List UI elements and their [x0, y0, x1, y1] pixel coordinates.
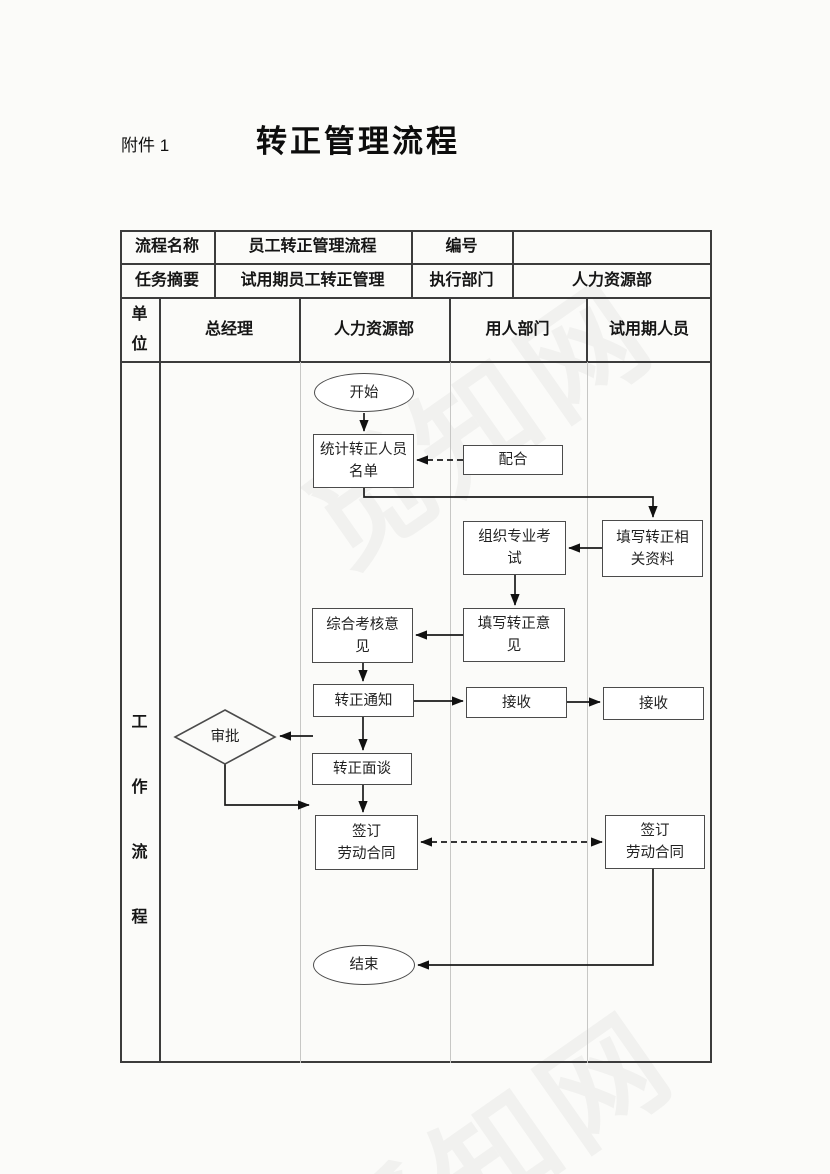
info-cell-number-label: 编号 — [445, 237, 478, 255]
grid-line — [299, 297, 301, 362]
flow-node-start: 开始 — [314, 373, 414, 412]
flow-node-cooperate: 配合 — [463, 445, 563, 475]
info-cell-exec-dept-value: 人力资源部 — [571, 271, 652, 289]
flowchart-connectors — [173, 413, 658, 970]
grid-line — [512, 230, 514, 298]
flow-node-fill-opinion: 填写转正意 见 — [463, 608, 565, 662]
lane-header-unit: 单 位 — [131, 305, 148, 353]
info-cell-exec-dept-label: 执行部门 — [429, 271, 494, 289]
flow-node-receive-dept: 接收 — [466, 687, 567, 718]
lane-divider — [300, 362, 301, 1063]
attachment-label: 附件 1 — [121, 136, 170, 155]
lane-header-employing-dept: 用人部门 — [485, 320, 550, 338]
grid-line — [120, 297, 712, 299]
process-table-frame — [120, 230, 712, 1063]
grid-line — [120, 263, 712, 265]
flow-node-receive-employee: 接收 — [603, 687, 704, 720]
grid-line — [411, 230, 413, 298]
info-cell-process-name-value: 员工转正管理流程 — [248, 237, 377, 255]
flow-node-end: 结束 — [313, 945, 415, 985]
lane-divider — [450, 362, 451, 1063]
flow-node-interview: 转正面谈 — [312, 753, 412, 785]
grid-line — [159, 297, 161, 1063]
grid-line — [120, 361, 712, 363]
info-cell-process-name-label: 流程名称 — [134, 237, 199, 255]
lane-header-hr-dept: 人力资源部 — [333, 320, 414, 338]
info-cell-task-summary-label: 任务摘要 — [134, 271, 199, 289]
flow-node-comprehensive-review: 综合考核意 见 — [312, 608, 413, 663]
info-cell-task-summary-value: 试用期员工转正管理 — [240, 271, 385, 289]
flow-node-organize-exam: 组织专业考 试 — [463, 521, 566, 575]
flow-node-sign-contract-employee: 签订 劳动合同 — [605, 815, 705, 869]
flow-node-count-list: 统计转正人员 名单 — [313, 434, 414, 488]
flow-node-fill-materials: 填写转正相 关资料 — [602, 520, 703, 577]
info-cell-number-value — [512, 230, 712, 263]
page-title: 转正管理流程 — [256, 124, 460, 159]
grid-line — [214, 230, 216, 298]
row-label-workflow: 工 作 流 程 — [131, 714, 148, 926]
lane-header-general-manager: 总经理 — [204, 320, 253, 338]
flow-node-approve-label: 审批 — [210, 729, 240, 745]
grid-line — [586, 297, 588, 362]
flow-node-sign-contract-hr: 签订 劳动合同 — [315, 815, 418, 870]
grid-line — [449, 297, 451, 362]
lane-divider — [587, 362, 588, 1063]
lane-header-probation-staff: 试用期人员 — [608, 320, 689, 338]
flow-node-notice: 转正通知 — [313, 684, 414, 717]
